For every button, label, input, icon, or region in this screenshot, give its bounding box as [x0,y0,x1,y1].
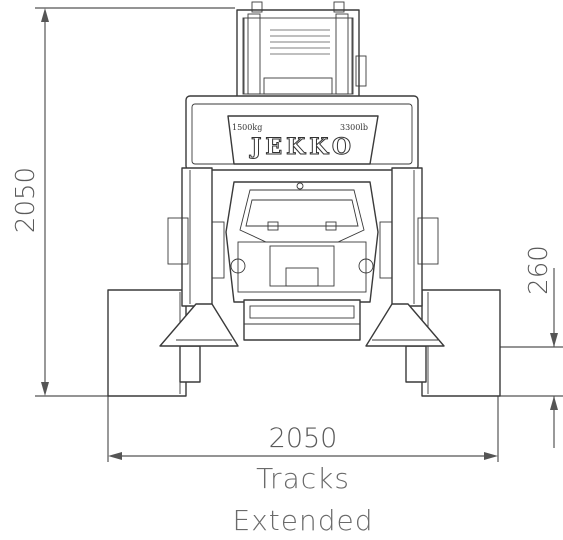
brand-badge [227,115,379,165]
height-dimension-label: 2050 [11,167,41,233]
lower-blade [243,299,361,341]
mast [236,9,360,103]
height-dimension: 2050 [11,7,235,397]
right-foot [365,303,445,347]
left-foot [159,303,239,347]
caption-line-2: Extended [233,504,374,537]
caption-line-1: Tracks [256,462,350,495]
clearance-dimension: 260 [432,245,563,448]
machine-front-view: 1500kg 3300lb JEKKO [107,1,501,397]
width-dimension-label: 2050 [269,423,338,454]
capacity-kg: 1500kg [232,123,262,132]
width-dimension: 2050 [107,396,499,462]
right-outrigger [391,167,423,307]
brand-logo: JEKKO [249,134,355,160]
left-outrigger [181,167,213,307]
clearance-dimension-label: 260 [524,245,554,295]
capacity-lb: 3300lb [340,123,368,132]
